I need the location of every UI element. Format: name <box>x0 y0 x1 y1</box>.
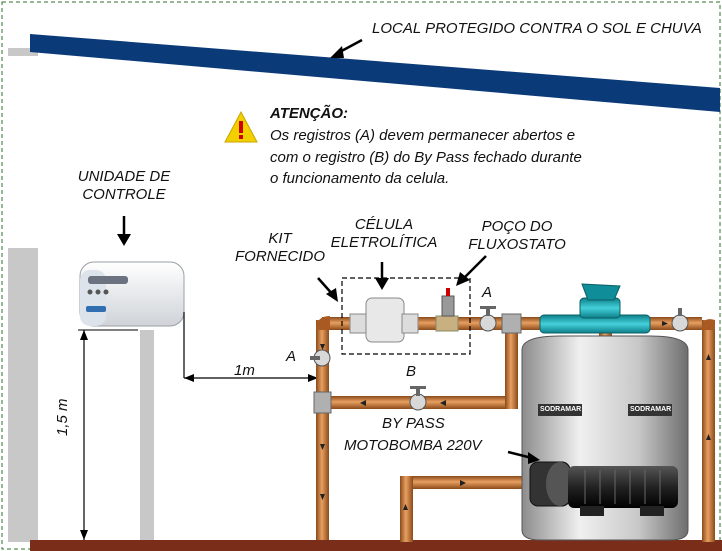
warning-line-3: o funcionamento da celula. <box>270 170 450 188</box>
control-unit-label-line1: UNIDADE DE <box>77 168 171 185</box>
roof-label: LOCAL PROTEGIDO CONTRA O SOL E CHUVA <box>372 20 702 37</box>
roof-arrow-head <box>330 46 344 58</box>
multiport-valve <box>539 283 651 334</box>
warning-line-1: Os registros (A) devem permanecer aberto… <box>270 126 576 144</box>
distance-label: 1m <box>234 362 255 379</box>
warning-title: ATENÇÃO: <box>270 105 349 122</box>
cell-label-line2: ELETROLÍTICA <box>330 234 438 251</box>
cell-label-line1: CÉLULA <box>354 216 414 233</box>
floor <box>30 540 722 551</box>
filter-brand-left: SODRAMAR <box>540 406 582 413</box>
valve-b <box>409 386 427 411</box>
kit-box <box>341 277 471 355</box>
motor-pump <box>529 461 678 516</box>
wall-top <box>8 48 38 56</box>
control-unit <box>79 261 185 327</box>
pump-label: MOTOBOMBA 220V <box>344 437 482 454</box>
unit-arrow-head <box>117 234 131 246</box>
pipe-right-vertical <box>702 320 715 542</box>
kit-label-line1: KIT <box>268 230 292 247</box>
valve-a-top-label: A <box>482 284 493 301</box>
valve-b-label: B <box>406 363 417 380</box>
electrolytic-cell <box>349 297 419 343</box>
valve-a-top <box>479 306 497 332</box>
pipe-elbow-top-left <box>316 316 330 330</box>
wall-gap <box>8 48 38 248</box>
flow-switch-label-line1: POÇO DO <box>481 218 553 235</box>
warning-triangle-icon <box>224 110 258 143</box>
kit-label: KIT FORNECIDO <box>230 230 330 266</box>
valve-a-left <box>310 349 331 367</box>
warning-note: ATENÇÃO: Os registros (A) devem permanec… <box>270 103 690 190</box>
roof <box>30 34 720 112</box>
pipe-left-vertical <box>316 320 329 540</box>
filter-brand-right: SODRAMAR <box>630 406 672 413</box>
pipe-bypass-riser <box>505 323 518 409</box>
flow-switch-label-line2: FLUXOSTATO <box>468 236 566 253</box>
pipe-pump-suction <box>400 476 540 489</box>
valve-right <box>671 308 689 332</box>
tee-left <box>313 391 332 414</box>
cell-label: CÉLULA ELETROLÍTICA <box>324 216 444 252</box>
height-label: 1,5 m <box>54 398 71 436</box>
bypass-label: BY PASS <box>382 415 445 432</box>
unit-post <box>140 330 154 542</box>
kit-label-line2: FORNECIDO <box>235 248 325 265</box>
valve-a-left-label: A <box>286 348 297 365</box>
flow-switch-label: POÇO DO FLUXOSTATO <box>462 218 572 254</box>
control-unit-label: UNIDADE DE CONTROLE <box>52 168 196 204</box>
tee-top <box>501 313 522 334</box>
flow-arrows <box>320 321 711 510</box>
control-unit-label-line2: CONTROLE <box>82 186 166 203</box>
flow-switch <box>435 288 459 332</box>
warning-line-2: com o registro (B) do By Pass fechado du… <box>270 148 582 166</box>
